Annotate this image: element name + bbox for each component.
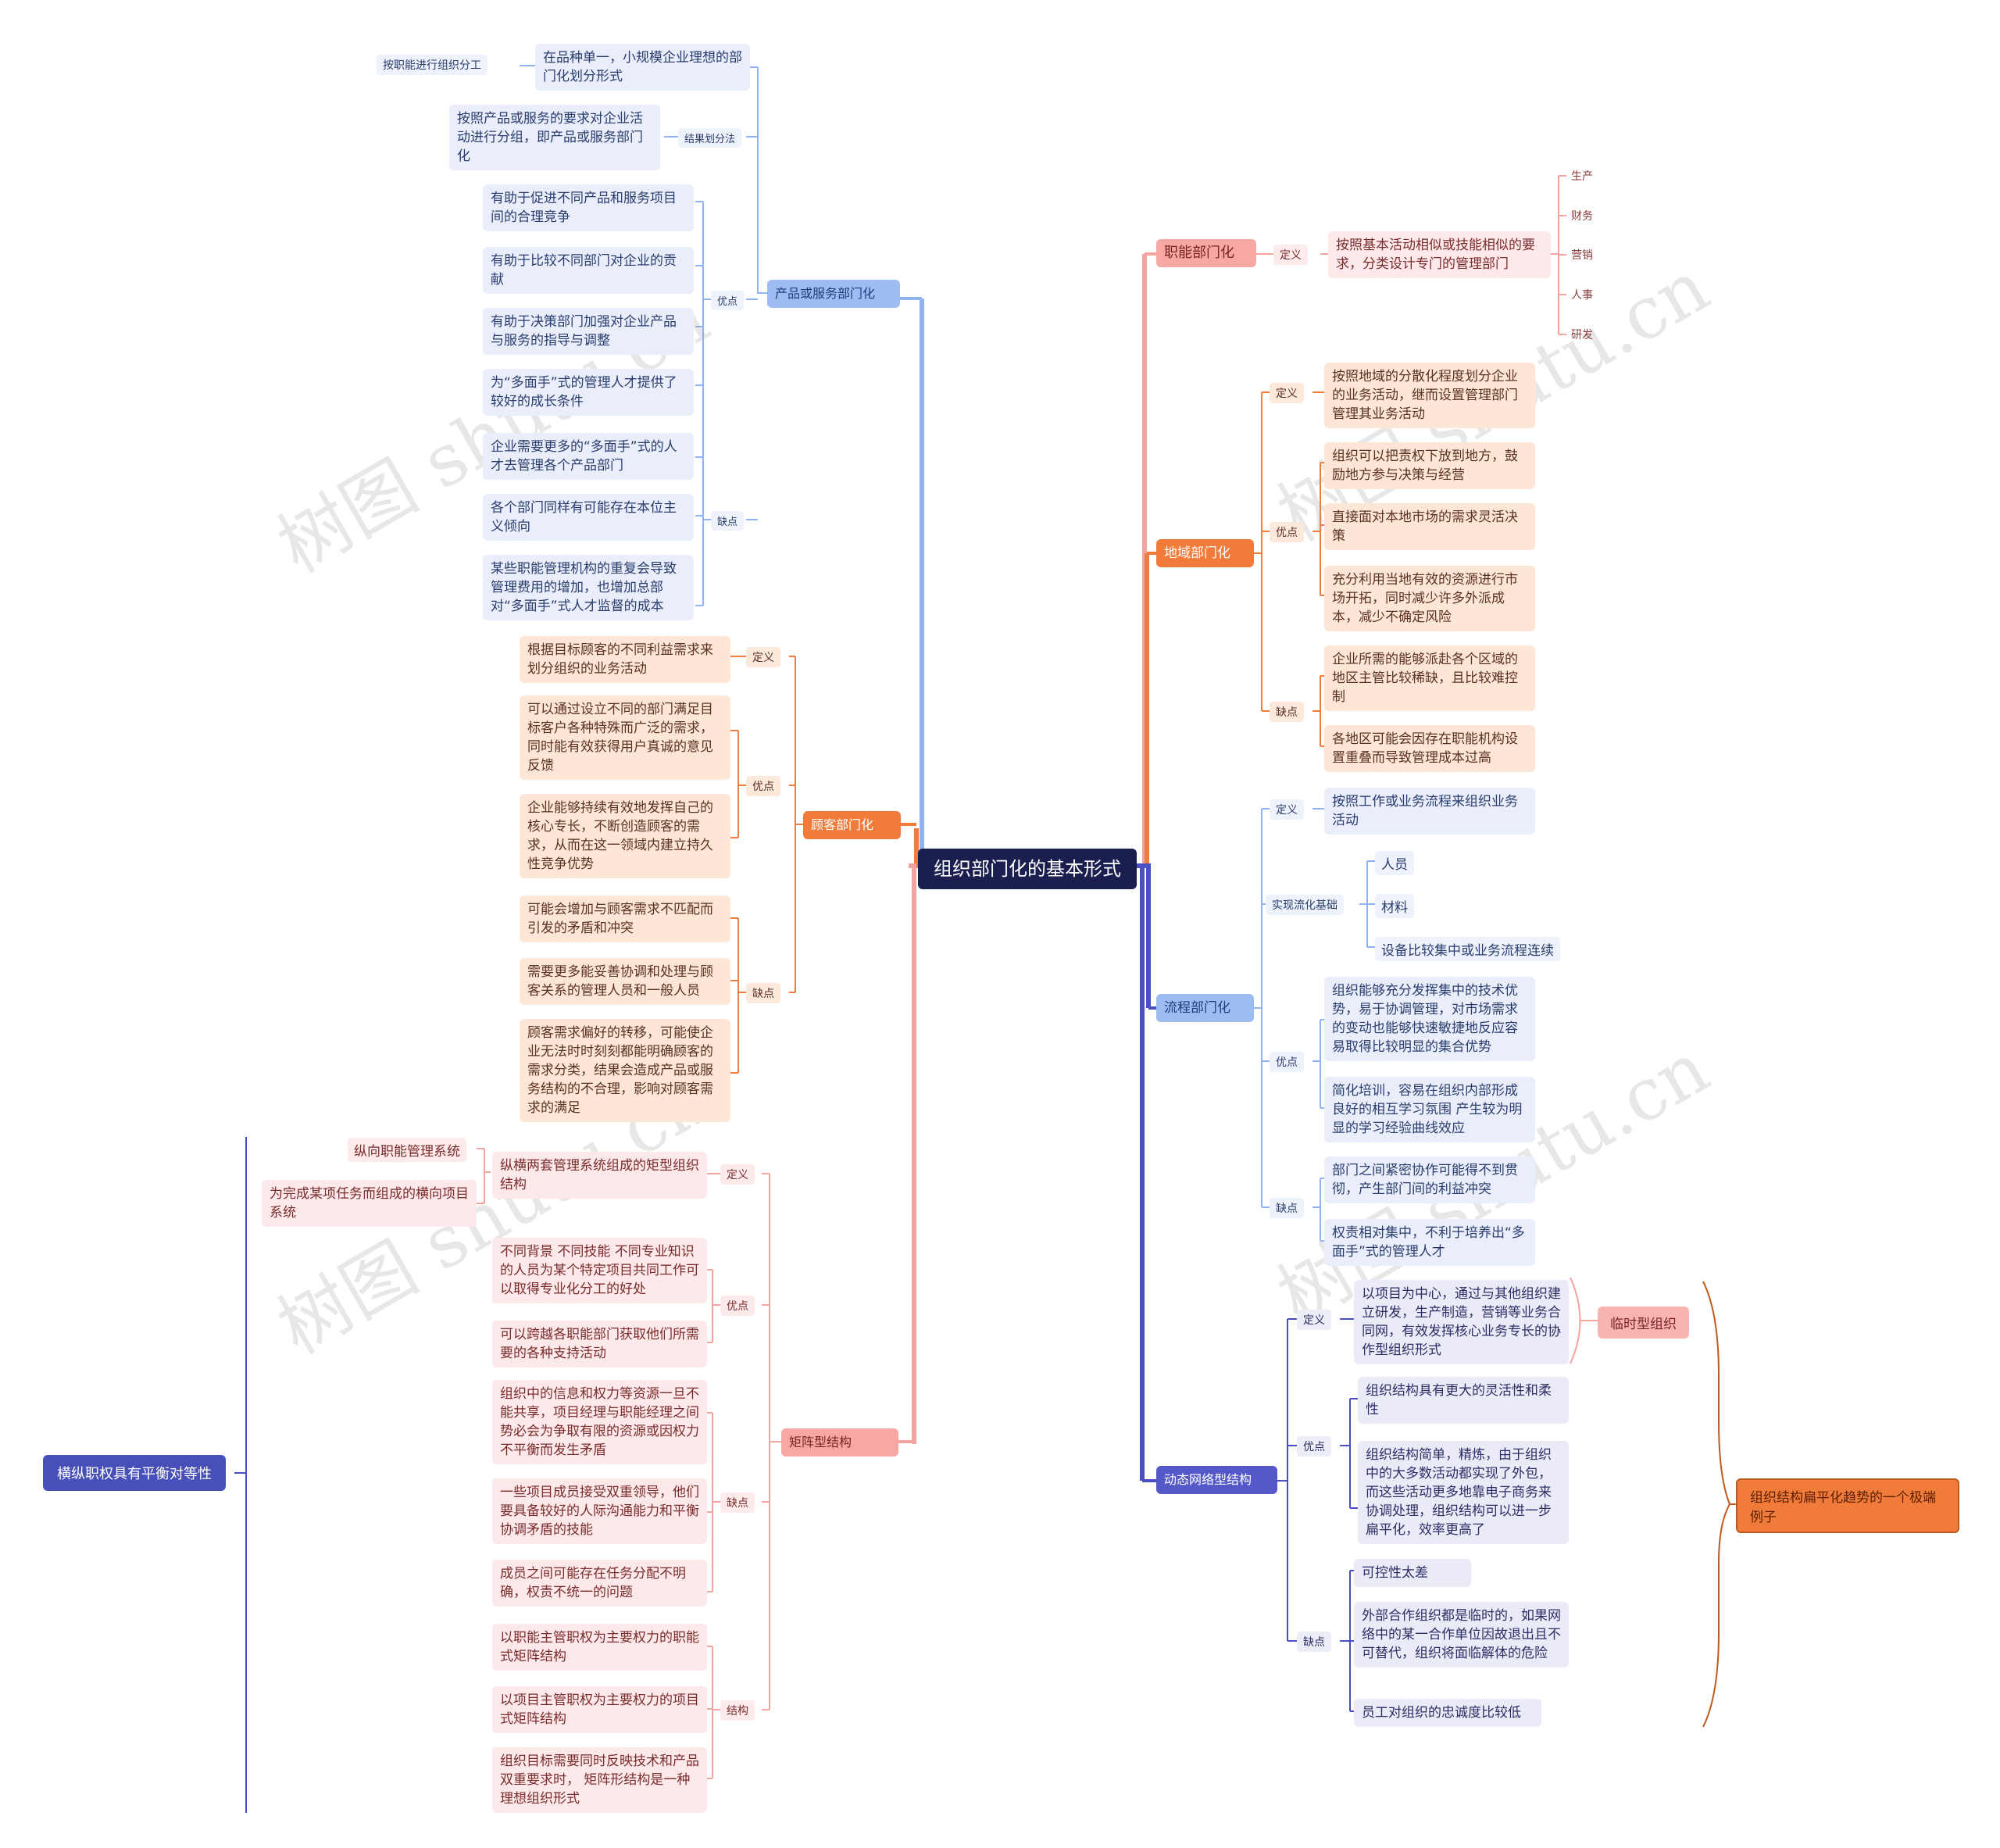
- network-dis-item[interactable]: 可控性太差: [1354, 1559, 1471, 1587]
- regional-adv-item[interactable]: 组织可以把责权下放到地方，鼓励地方参与决策与经营: [1324, 442, 1535, 489]
- product-adv-label[interactable]: 优点: [711, 291, 745, 310]
- branch-network-structure[interactable]: 动态网络型结构: [1156, 1466, 1277, 1494]
- customer-dis-item[interactable]: 顾客需求偏好的转移，可能使企业无法时时刻刻都能明确顾客的需求分类，结果会造成产品…: [520, 1019, 730, 1122]
- customer-adv-label[interactable]: 优点: [746, 776, 780, 796]
- customer-adv-item[interactable]: 可以通过设立不同的部门满足目标客户各种特殊而广泛的需求，同时能有效获得用户真诚的…: [520, 695, 730, 780]
- network-adv-item[interactable]: 组织结构简单，精炼，由于组织中的大多数活动都实现了外包，而这些活动更多地靠电子商…: [1358, 1441, 1569, 1544]
- product-structure-node[interactable]: 按照产品或服务的要求对企业活动进行分组，即产品或服务部门化: [449, 105, 660, 170]
- product-adv-item[interactable]: 有助于比较不同部门对企业的贡献: [483, 247, 694, 294]
- matrix-dis-item[interactable]: 一些项目成员接受双重领导，他们要具备较好的人际沟通能力和平衡协调矛盾的技能: [492, 1478, 707, 1544]
- product-dis-label[interactable]: 缺点: [711, 511, 745, 531]
- matrix-adv-label[interactable]: 优点: [720, 1296, 755, 1316]
- product-structure-label[interactable]: 结果划分法: [678, 128, 742, 148]
- matrix-def-label[interactable]: 定义: [720, 1164, 755, 1185]
- side-root-node[interactable]: 横纵职权具有平衡对等性: [43, 1455, 226, 1491]
- network-def-label[interactable]: 定义: [1297, 1310, 1331, 1330]
- functional-item[interactable]: 人事: [1571, 289, 1593, 302]
- functional-item[interactable]: 研发: [1571, 329, 1593, 341]
- matrix-adv-item[interactable]: 不同背景 不同技能 不同专业知识的人员为某个特定项目共同工作可以取得专业化分工的…: [492, 1238, 707, 1303]
- process-dis-item[interactable]: 权责相对集中，不利于培养出“多面手”式的管理人才: [1324, 1219, 1535, 1266]
- customer-adv-item[interactable]: 企业能够持续有效地发挥自己的核心专长，不断创造顾客的需求，从而在这一领域内建立持…: [520, 794, 730, 878]
- process-adv-item[interactable]: 简化培训，容易在组织内部形成良好的相互学习氛围 产生较为明显的学习经验曲线效应: [1324, 1077, 1535, 1142]
- process-adv-item[interactable]: 组织能够充分发挥集中的技术优势，易于协调管理，对市场需求的变动也能够快速敏捷地反…: [1324, 977, 1535, 1061]
- process-basis-item[interactable]: 设备比较集中或业务流程连续: [1375, 937, 1560, 961]
- regional-dis-label[interactable]: 缺点: [1270, 702, 1304, 722]
- network-temporary-org[interactable]: 临时型组织: [1598, 1306, 1689, 1339]
- branch-functional-department[interactable]: 职能部门化: [1156, 239, 1256, 267]
- product-small-scale-node[interactable]: 在品种单一，小规模企业理想的部门化划分形式: [535, 44, 750, 91]
- network-dis-label[interactable]: 缺点: [1297, 1632, 1331, 1652]
- matrix-struct-item[interactable]: 组织目标需要同时反映技术和产品双重要求时， 矩阵形结构是一种理想组织形式: [492, 1747, 707, 1813]
- process-def-node[interactable]: 按照工作或业务流程来组织业务活动: [1324, 788, 1535, 835]
- matrix-dis-item[interactable]: 组织中的信息和权力等资源一旦不能共享，项目经理与职能经理之间势必会为争取有限的资…: [492, 1380, 707, 1464]
- network-def-node[interactable]: 以项目为中心，通过与其他组织建立研发，生产制造，营销等业务合同网，有效发挥核心业…: [1354, 1280, 1569, 1364]
- regional-adv-item[interactable]: 充分利用当地有效的资源进行市场开拓，同时减少许多外派成本，减少不确定风险: [1324, 566, 1535, 631]
- product-adv-item[interactable]: 有助于决策部门加强对企业产品与服务的指导与调整: [483, 308, 694, 355]
- regional-def-node[interactable]: 按照地域的分散化程度划分企业的业务活动，继而设置管理部门管理其业务活动: [1324, 363, 1535, 428]
- functional-item[interactable]: 财务: [1571, 210, 1593, 223]
- process-basis-label[interactable]: 实现流化基础: [1266, 895, 1344, 915]
- product-dis-item[interactable]: 各个部门同样有可能存在本位主义倾向: [483, 494, 694, 541]
- root-node[interactable]: 组织部门化的基本形式: [918, 849, 1137, 889]
- product-dis-item[interactable]: 某些职能管理机构的重复会导致管理费用的增加，也增加总部对“多面手”式人才监督的成…: [483, 555, 694, 620]
- matrix-dis-label[interactable]: 缺点: [720, 1492, 755, 1513]
- regional-dis-item[interactable]: 各地区可能会因存在职能机构设置重叠而导致管理成本过高: [1324, 725, 1535, 772]
- functional-item[interactable]: 营销: [1571, 249, 1593, 262]
- matrix-adv-item[interactable]: 可以跨越各职能部门获取他们所需要的各种支持活动: [492, 1321, 707, 1367]
- process-basis-item[interactable]: 材料: [1375, 894, 1414, 918]
- customer-dis-item[interactable]: 可能会增加与顾客需求不匹配而引发的矛盾和冲突: [520, 895, 730, 942]
- product-adv-item[interactable]: 有助于促进不同产品和服务项目间的合理竞争: [483, 184, 694, 231]
- product-functional-label[interactable]: 按职能进行组织分工: [377, 55, 488, 75]
- process-dis-label[interactable]: 缺点: [1270, 1198, 1304, 1218]
- matrix-def-sub-horizontal[interactable]: 为完成某项任务而组成的横向项目系统: [262, 1180, 477, 1227]
- branch-product-department[interactable]: 产品或服务部门化: [767, 280, 900, 308]
- regional-adv-item[interactable]: 直接面对本地市场的需求灵活决策: [1324, 503, 1535, 550]
- network-dis-item[interactable]: 员工对组织的忠诚度比较低: [1354, 1699, 1541, 1727]
- matrix-struct-item[interactable]: 以项目主管职权为主要权力的项目式矩阵结构: [492, 1686, 707, 1733]
- matrix-struct-label[interactable]: 结构: [720, 1700, 755, 1721]
- regional-adv-label[interactable]: 优点: [1270, 522, 1304, 542]
- process-adv-label[interactable]: 优点: [1270, 1052, 1304, 1072]
- customer-dis-label[interactable]: 缺点: [746, 983, 780, 1003]
- product-dis-item[interactable]: 企业需要更多的“多面手”式的人才去管理各个产品部门: [483, 433, 694, 480]
- functional-item[interactable]: 生产: [1571, 170, 1593, 183]
- regional-dis-item[interactable]: 企业所需的能够派赴各个区域的地区主管比较稀缺，且比较难控制: [1324, 645, 1535, 711]
- process-dis-item[interactable]: 部门之间紧密协作可能得不到贯彻，产生部门间的利益冲突: [1324, 1156, 1535, 1203]
- branch-process-department[interactable]: 流程部门化: [1156, 994, 1254, 1022]
- branch-customer-department[interactable]: 顾客部门化: [803, 811, 901, 839]
- network-adv-label[interactable]: 优点: [1297, 1436, 1331, 1457]
- branch-matrix-structure[interactable]: 矩阵型结构: [781, 1428, 898, 1457]
- process-basis-item[interactable]: 人员: [1375, 851, 1414, 875]
- network-dis-item[interactable]: 外部合作组织都是临时的，如果网络中的某一合作单位因故退出且不可替代，组织将面临解…: [1354, 1602, 1569, 1667]
- regional-def-label[interactable]: 定义: [1270, 383, 1304, 403]
- product-adv-item[interactable]: 为“多面手”式的管理人才提供了较好的成长条件: [483, 369, 694, 416]
- matrix-def-node[interactable]: 纵横两套管理系统组成的矩型组织结构: [492, 1152, 707, 1199]
- customer-def-node[interactable]: 根据目标顾客的不同利益需求来划分组织的业务活动: [520, 636, 730, 683]
- matrix-dis-item[interactable]: 成员之间可能存在任务分配不明确，权责不统一的问题: [492, 1560, 707, 1607]
- process-def-label[interactable]: 定义: [1270, 799, 1304, 820]
- network-extreme-example[interactable]: 组织结构扁平化趋势的一个极端例子: [1736, 1478, 1959, 1533]
- branch-regional-department[interactable]: 地域部门化: [1156, 539, 1254, 567]
- functional-def-label[interactable]: 定义: [1273, 245, 1308, 265]
- matrix-struct-item[interactable]: 以职能主管职权为主要权力的职能式矩阵结构: [492, 1624, 707, 1671]
- network-adv-item[interactable]: 组织结构具有更大的灵活性和柔性: [1358, 1377, 1569, 1424]
- customer-def-label[interactable]: 定义: [746, 647, 780, 667]
- functional-def-node[interactable]: 按照基本活动相似或技能相似的要求，分类设计专门的管理部门: [1328, 231, 1551, 278]
- matrix-def-sub-vertical[interactable]: 纵向职能管理系统: [348, 1138, 466, 1162]
- customer-dis-item[interactable]: 需要更多能妥善协调和处理与顾客关系的管理人员和一般人员: [520, 958, 730, 1005]
